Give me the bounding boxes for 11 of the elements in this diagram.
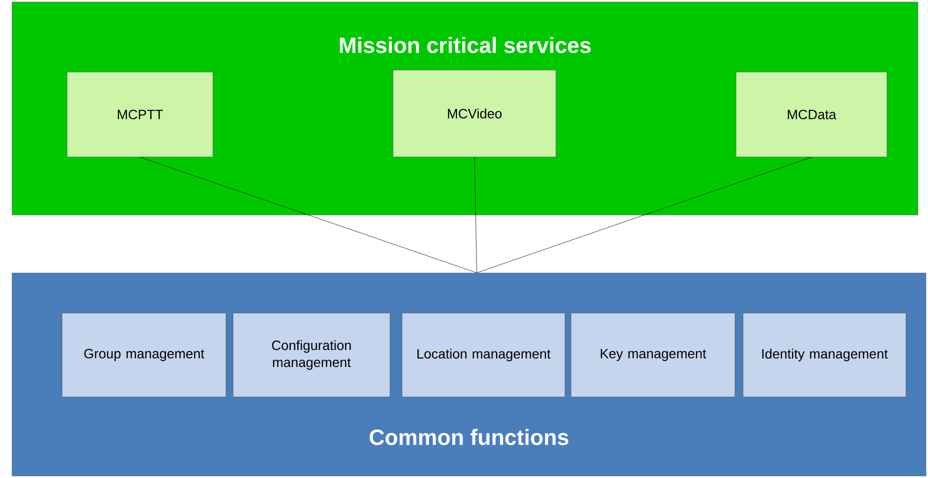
box: MCPTT: [66, 72, 214, 158]
box: MCVideo: [392, 70, 556, 158]
box: Group management: [62, 312, 226, 398]
connector-line: [474, 157, 477, 273]
box: Configuration management: [232, 312, 390, 398]
box: Location management: [402, 312, 566, 398]
connector-line: [140, 157, 477, 273]
connector-line: [476, 157, 812, 273]
box: Key management: [570, 312, 736, 398]
box: MCData: [736, 72, 888, 158]
box: Identity management: [742, 312, 906, 398]
